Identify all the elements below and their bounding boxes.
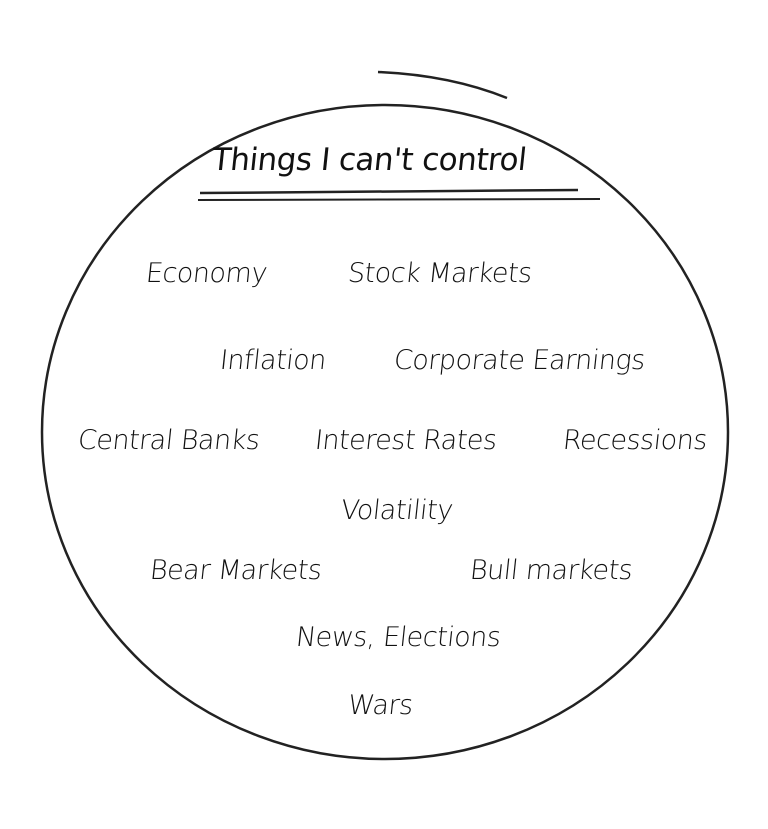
item-corporate-earnings: Corporate Earnings [392,345,647,376]
item-central-banks: Central Banks [76,425,262,456]
item-bull-markets: Bull markets [468,555,634,586]
item-inflation: Inflation [218,345,328,376]
title: Things I can't control [210,142,529,178]
item-bear-markets: Bear Markets [148,555,324,586]
item-recessions: Recessions [561,425,709,456]
item-wars: Wars [346,690,415,721]
item-stock-markets: Stock Markets [346,258,534,289]
item-news-elections: News, Elections [294,622,503,653]
item-volatility: Volatility [339,495,455,526]
item-interest-rates: Interest Rates [313,425,499,456]
item-economy: Economy [144,258,269,289]
